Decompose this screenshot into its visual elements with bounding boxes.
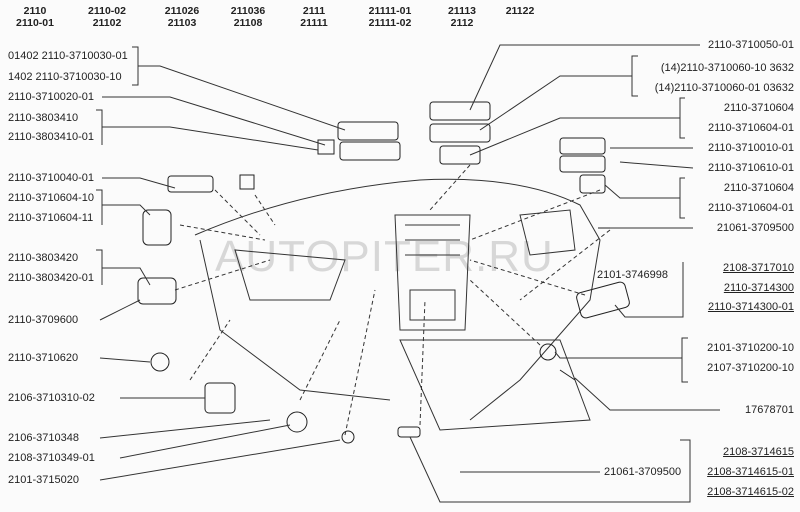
part-number: 2108-3717010 — [723, 262, 794, 274]
watermark: AUTOPITER.RU — [215, 232, 554, 281]
part-number: 2110-3803420 — [8, 252, 79, 264]
model: 21113 — [447, 5, 477, 17]
model: 2111 — [302, 5, 326, 17]
leader-lines-left — [96, 46, 346, 481]
part-number: 2110-3710604-10 — [8, 192, 95, 204]
model: 211026 — [164, 5, 200, 17]
part-number: 2110-3714300 — [723, 282, 794, 294]
part-number: 2101-3710200-10 — [707, 342, 794, 354]
part-number: 21061-3709500 — [604, 466, 682, 478]
part-number: 2110-3803410 — [8, 112, 79, 124]
part-number: 2106-3710310-02 — [8, 392, 95, 404]
part-number: 2110-3710620 — [8, 352, 79, 364]
part-number: 17678701 — [745, 404, 794, 416]
part-number: 2101-3746998 — [597, 269, 668, 281]
dashed-leaders — [174, 164, 611, 436]
model: 21111-01 — [368, 5, 412, 17]
part-number: 2110-3710604-01 — [707, 122, 794, 134]
model: 2110 — [23, 5, 47, 17]
part-number: 2110-3710604-11 — [8, 212, 94, 224]
part-number: 2110-3710604 — [723, 102, 794, 114]
part-number: 2108-3714615-02 — [707, 486, 794, 498]
part-number: 2110-3714300-01 — [707, 301, 794, 313]
part-number: 2110-3710610-01 — [707, 162, 794, 174]
small-parts — [150, 227, 610, 444]
part-number: (14)2110-3710060-01 03632 — [654, 82, 794, 94]
part-number: 2110-3710604-01 — [707, 202, 794, 214]
part-number: 2110-3710604 — [723, 182, 794, 194]
model: 21111 — [300, 17, 328, 29]
model: 21108 — [233, 17, 263, 29]
part-number: 2110-3710050-01 — [707, 39, 794, 51]
model: 21122 — [505, 5, 535, 17]
model-col: 21122 — [490, 5, 550, 17]
model: 21103 — [167, 17, 197, 29]
switch-block-left — [137, 121, 401, 305]
part-number: 2108-3714615-01 — [707, 466, 794, 478]
model: 21102 — [92, 17, 122, 29]
part-number: 2110-3710020-01 — [8, 91, 95, 103]
part-number: 2110-3709600 — [8, 314, 79, 326]
part-number: 1402 2110-3710030-10 — [8, 71, 122, 83]
model: 2110-01 — [16, 17, 54, 29]
leader-lines-right — [409, 44, 720, 503]
part-number: 2108-3714615 — [723, 446, 794, 458]
part-number: (14)2110-3710060-10 3632 — [660, 62, 794, 74]
part-number: 2107-3710200-10 — [707, 362, 794, 374]
model: 21111-02 — [368, 17, 412, 29]
part-number: 21061-3709500 — [716, 222, 794, 234]
part-number: 2101-3715020 — [8, 474, 79, 486]
part-number: 01402 2110-3710030-01 — [8, 50, 128, 62]
part-number: 2108-3710349-01 — [8, 452, 95, 464]
dashboard-outline — [194, 178, 601, 431]
model: 211036 — [230, 5, 266, 17]
model: 2112 — [450, 17, 474, 29]
model: 2110-02 — [88, 5, 126, 17]
switch-block-right — [429, 101, 630, 319]
part-number: 2110-3803420-01 — [8, 272, 95, 284]
part-number: 2110-3803410-01 — [8, 131, 95, 143]
part-number: 2110-3710040-01 — [8, 172, 95, 184]
part-number: 2106-3710348 — [8, 432, 79, 444]
part-number: 2110-3710010-01 — [707, 142, 794, 154]
